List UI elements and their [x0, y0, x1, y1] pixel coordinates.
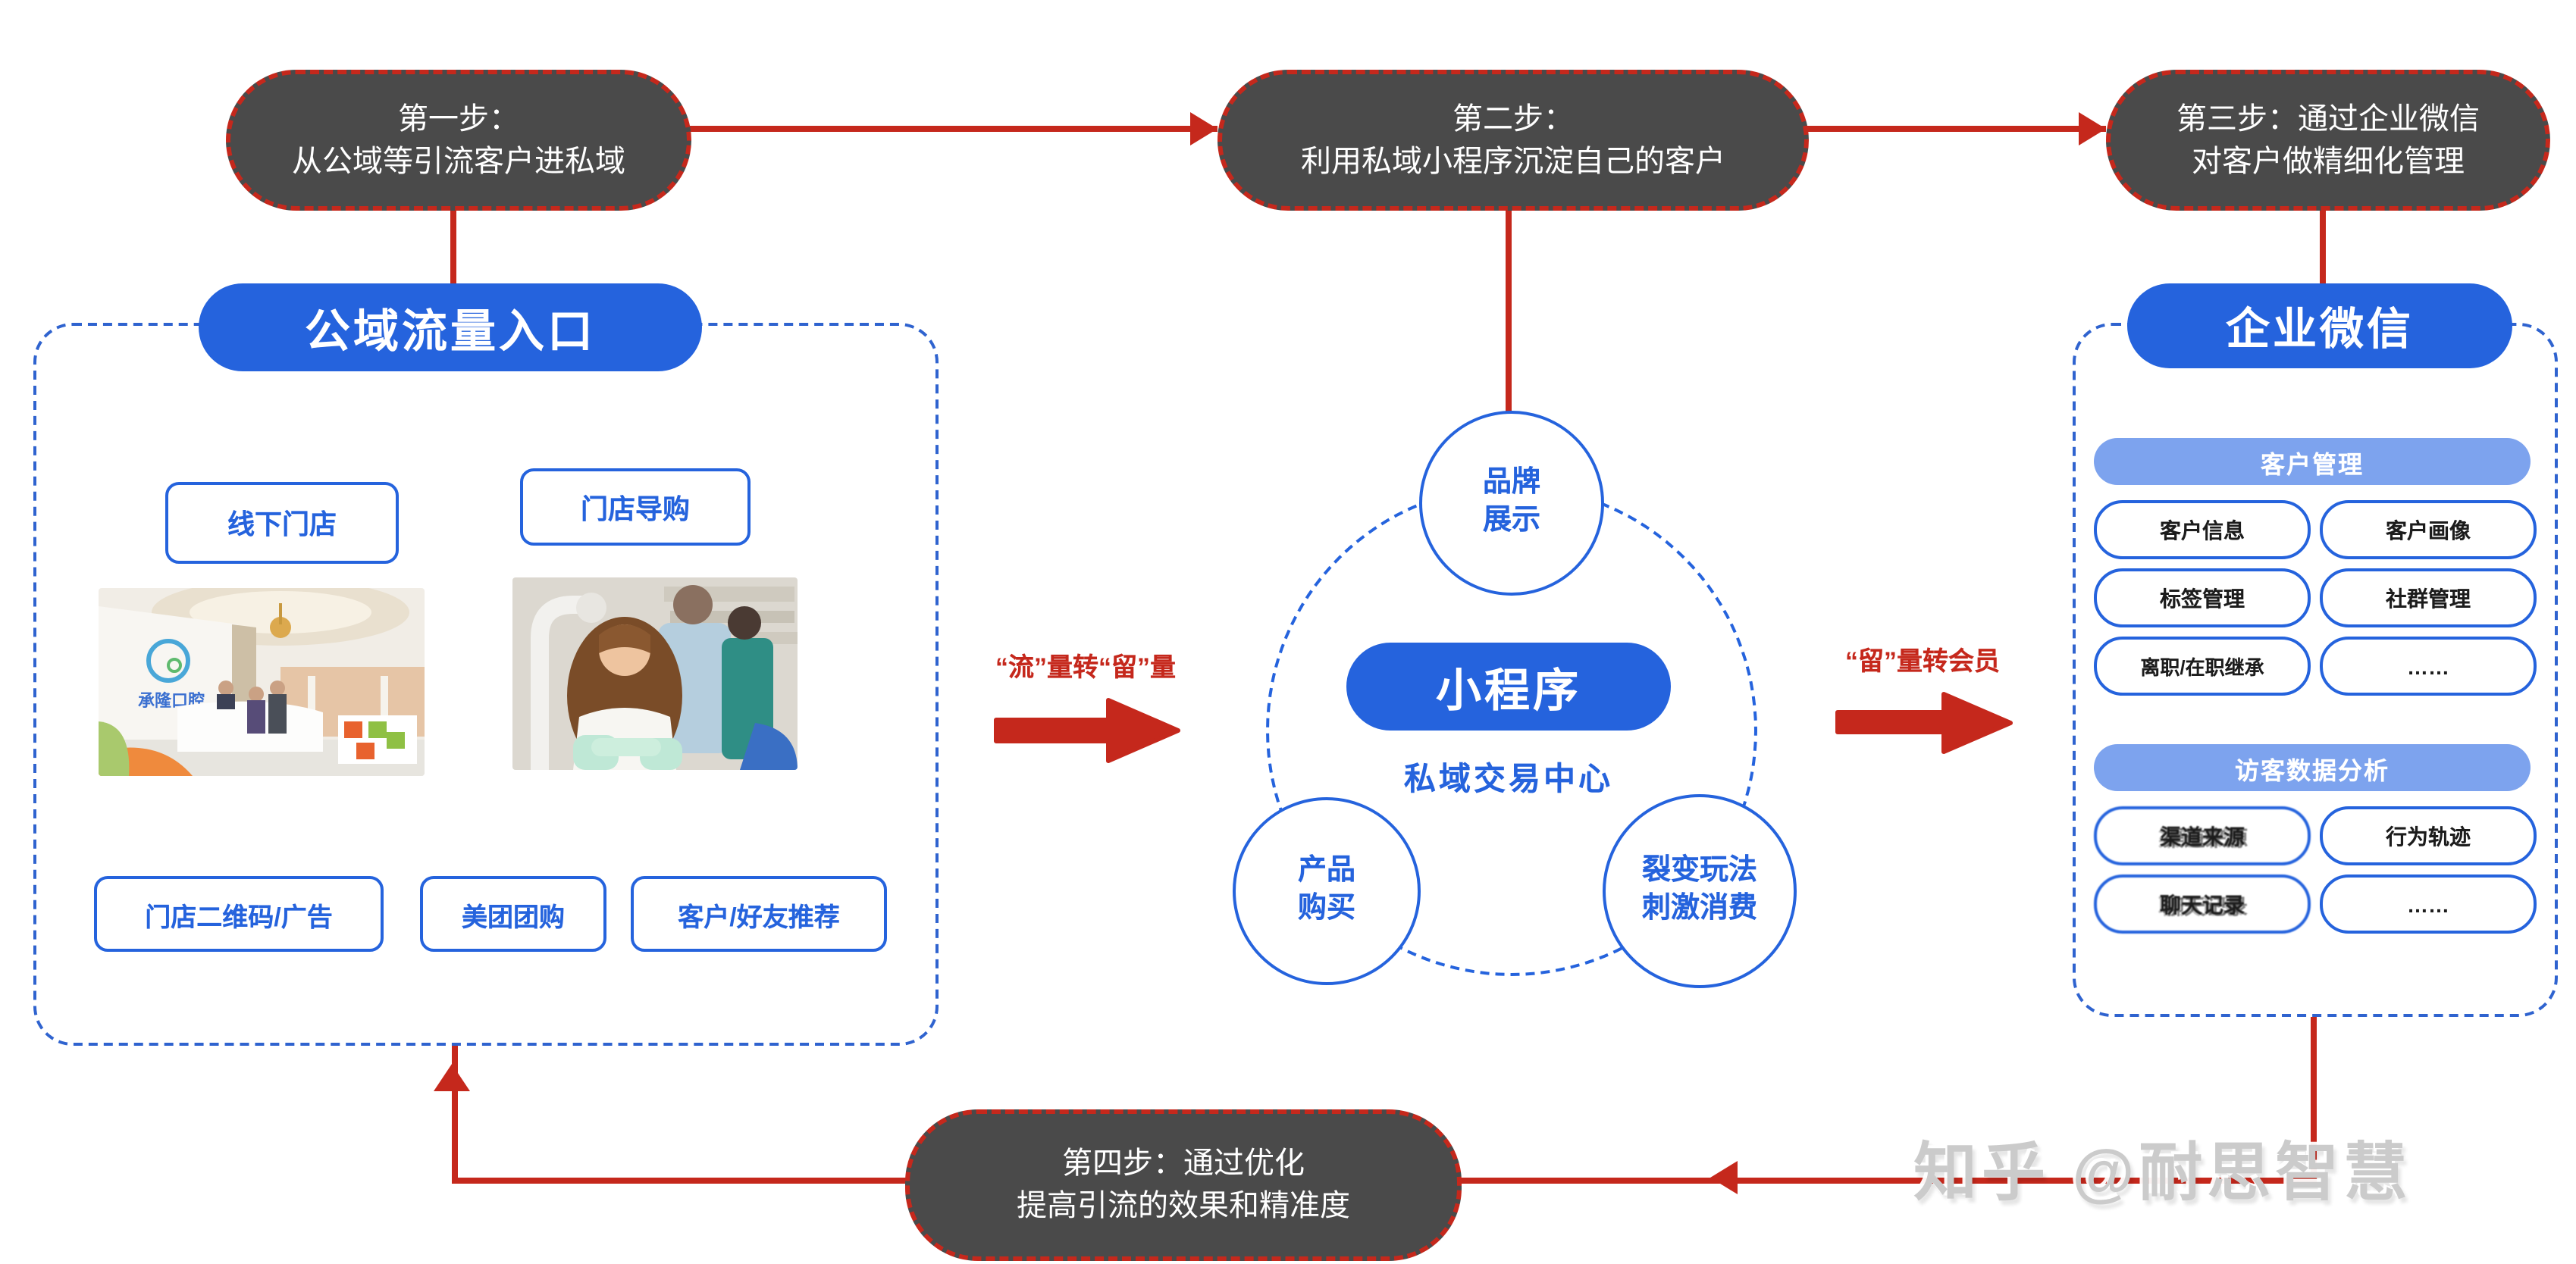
item-behavior-track: 行为轨迹 [2320, 806, 2537, 865]
step-2-line1: 第二步： [1453, 102, 1574, 136]
flow-label-right: “留”量转会员 [1845, 647, 2000, 676]
zhihu-watermark: 知乎 @耐思智慧 [1913, 1137, 2412, 1208]
product-line1: 产品 [1297, 855, 1355, 887]
big-arrow-right-icon [1835, 691, 2013, 762]
connector-step2-step3 [1800, 126, 2106, 132]
item-customer-portrait: 客户画像 [2320, 500, 2537, 559]
button-customer-referral: 客户/好友推荐 [631, 876, 887, 952]
wecom-title-pill: 企业微信 [2127, 283, 2512, 368]
item-more-ellipsis: …… [2320, 637, 2537, 696]
private-trade-center-label: 私域交易中心 [1404, 762, 1613, 797]
mini-program-pill: 小程序 [1346, 643, 1671, 731]
item-more-ellipsis: …… [2320, 874, 2537, 934]
item-channel-source: 渠道来源 [2094, 806, 2311, 865]
arrowhead-right-icon [2079, 112, 2106, 145]
step-1-line1: 第一步： [398, 102, 519, 136]
item-customer-info: 客户信息 [2094, 500, 2311, 559]
customer-management-header: 客户管理 [2094, 438, 2531, 485]
step-4-line1: 第四步：通过优化 [1062, 1147, 1305, 1181]
item-chat-record: 聊天记录 [2094, 874, 2311, 934]
step-2-pill: 第二步： 利用私域小程序沉淀自己的客户 [1217, 70, 1809, 211]
brand-display-circle: 品牌 展示 [1419, 411, 1604, 596]
item-community-management: 社群管理 [2320, 568, 2537, 627]
fission-line2: 刺激消费 [1641, 893, 1757, 925]
connector-bottom-left [452, 1178, 908, 1184]
big-arrow-right-icon [993, 697, 1181, 771]
step-1-pill: 第一步： 从公域等引流客户进私域 [226, 70, 691, 211]
product-purchase-circle: 产品 购买 [1233, 797, 1421, 985]
brand-line1: 品牌 [1482, 467, 1540, 499]
step-3-line2: 对客户做精细化管理 [2192, 145, 2465, 178]
arrowhead-left-icon [1710, 1161, 1738, 1194]
clinic-lobby-photo: 承隆口腔 [99, 588, 425, 776]
fission-play-circle: 裂变玩法 刺激消费 [1603, 794, 1797, 988]
button-meituan-groupbuy: 美团团购 [420, 876, 606, 952]
product-line2: 购买 [1297, 893, 1355, 925]
connector-bottom-leftpanel [452, 1043, 458, 1184]
wecom-title: 企业微信 [2225, 306, 2414, 355]
step-1-line2: 从公域等引流客户进私域 [292, 145, 625, 178]
connector-rightpanel-bottom [2311, 1011, 2317, 1184]
mini-program-label: 小程序 [1436, 667, 1581, 717]
step-4-pill: 第四步：通过优化 提高引流的效果和精准度 [905, 1109, 1462, 1261]
brand-line2: 展示 [1482, 505, 1540, 537]
dentist-portrait-photo [512, 577, 798, 770]
visitor-analytics-header: 访客数据分析 [2094, 744, 2531, 791]
step-2-line2: 利用私域小程序沉淀自己的客户 [1301, 145, 1725, 178]
button-offline-store: 线下门店 [165, 482, 399, 564]
public-traffic-title: 公域流量入口 [305, 308, 596, 358]
item-tag-management: 标签管理 [2094, 568, 2311, 627]
fission-line1: 裂变玩法 [1641, 855, 1757, 887]
arrowhead-right-icon [1190, 112, 1217, 145]
step-3-line1: 第三步：通过企业微信 [2176, 102, 2480, 136]
item-resign-inherit: 离职/在职继承 [2094, 637, 2311, 696]
public-traffic-title-pill: 公域流量入口 [199, 283, 702, 371]
connector-bottom-right [1453, 1178, 2317, 1184]
arrowhead-up-icon [434, 1064, 470, 1091]
step-4-line2: 提高引流的效果和精准度 [1017, 1190, 1350, 1223]
button-store-guide: 门店导购 [520, 468, 751, 546]
step-3-pill: 第三步：通过企业微信 对客户做精细化管理 [2106, 70, 2550, 211]
flow-label-left: “流”量转“留”量 [995, 653, 1176, 682]
connector-step2-center [1506, 199, 1512, 414]
connector-step1-leftpanel [450, 199, 456, 286]
connector-step3-rightpanel [2320, 199, 2326, 286]
connector-step1-step2 [682, 126, 1217, 132]
button-store-qrcode-ads: 门店二维码/广告 [94, 876, 384, 952]
